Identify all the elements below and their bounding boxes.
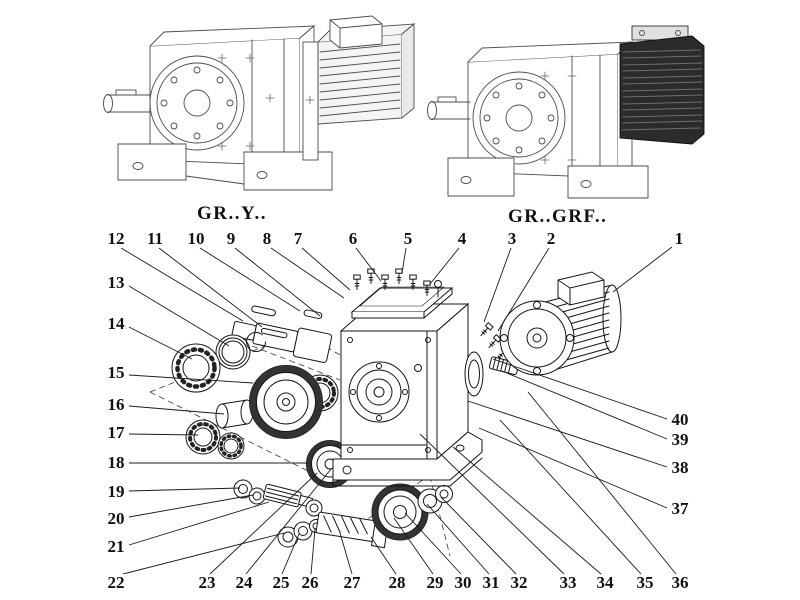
callout-25: 25: [272, 573, 290, 592]
callout-5: 5: [403, 229, 413, 248]
bottom-gear-drawing: [371, 483, 429, 541]
callout-15: 15: [107, 363, 125, 382]
callout-27: 27: [343, 573, 361, 592]
assembled-gearmotor-gr-y-drawing: [103, 15, 416, 191]
callout-6: 6: [348, 229, 358, 248]
callout-12: 12: [107, 229, 125, 248]
callout-31: 31: [482, 573, 500, 592]
callout-8: 8: [262, 229, 272, 248]
pinion-shaft-drawing: [262, 483, 314, 508]
callout-13: 13: [107, 273, 125, 292]
callout-17: 17: [107, 423, 125, 442]
callout-34: 34: [596, 573, 614, 592]
callout-32: 32: [510, 573, 528, 592]
callout-23: 23: [198, 573, 216, 592]
large-gear-drawing: [249, 365, 323, 439]
callout-38: 38: [671, 458, 689, 477]
callout-33: 33: [559, 573, 577, 592]
callout-36: 36: [671, 573, 689, 592]
callout-26: 26: [301, 573, 319, 592]
callout-20: 20: [107, 509, 125, 528]
callout-9: 9: [226, 229, 236, 248]
variant-title-gr-y: GR..Y..: [197, 203, 267, 224]
callout-16: 16: [107, 395, 125, 414]
callout-4: 4: [457, 229, 467, 248]
callout-35: 35: [636, 573, 654, 592]
callout-22: 22: [107, 573, 125, 592]
callout-37: 37: [671, 499, 689, 518]
variant-title-gr-grf: GR..GRF..: [508, 206, 608, 227]
callout-40: 40: [671, 410, 689, 429]
callout-1: 1: [674, 229, 684, 248]
callout-10: 10: [187, 229, 205, 248]
callout-3: 3: [507, 229, 517, 248]
callout-18: 18: [107, 453, 125, 472]
callout-29: 29: [426, 573, 444, 592]
callout-14: 14: [107, 314, 125, 333]
callout-2: 2: [546, 229, 556, 248]
callout-7: 7: [293, 229, 303, 248]
callout-28: 28: [388, 573, 406, 592]
callout-30: 30: [454, 573, 472, 592]
callout-19: 19: [107, 482, 125, 501]
gear-housing-drawing: [332, 302, 483, 487]
callout-21: 21: [107, 537, 125, 556]
assembled-gearmotor-gr-grf-drawing: [427, 25, 705, 199]
callout-39: 39: [671, 430, 689, 449]
callout-11: 11: [146, 229, 164, 248]
callout-leader-lines: [120, 246, 677, 575]
callout-24: 24: [235, 573, 253, 592]
motor-drawing: [499, 271, 622, 376]
exploded-view-drawing: [171, 268, 622, 549]
